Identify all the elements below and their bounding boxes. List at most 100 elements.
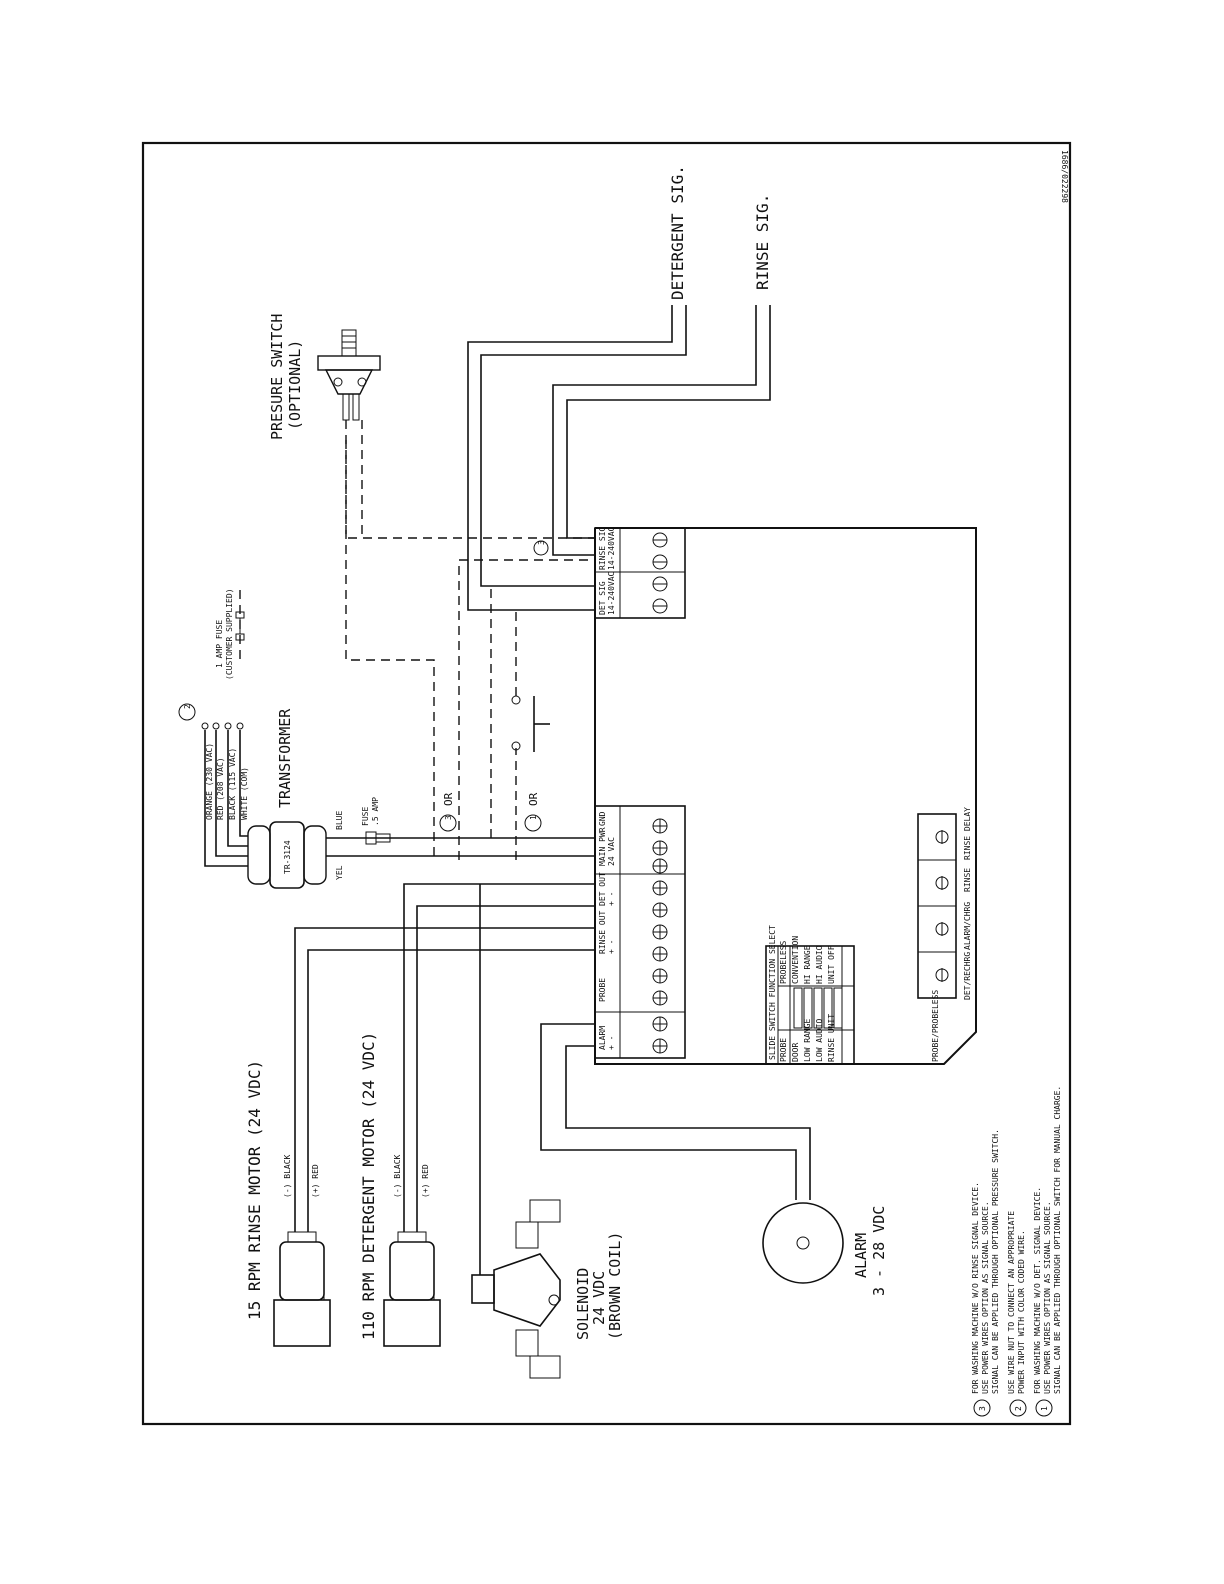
rinse-motor-wires: [294, 927, 595, 1232]
rinse-out-terminal: RINSE OUT: [598, 910, 607, 954]
pot-alarm-chrg: ALARM/CHRG: [963, 902, 972, 950]
slide-switch-left-label: PROBE: [779, 1038, 788, 1062]
fuse-customer-label: (CUSTOMER SUPPLIED): [225, 588, 234, 680]
or-3-label: OR: [442, 792, 455, 806]
drawing-id: 1686/022298: [1060, 150, 1069, 203]
transformer-output-wires: [326, 831, 595, 857]
terminal-screw: [652, 858, 668, 874]
det-motor-black: (-) BLACK: [393, 1154, 402, 1198]
pressure-switch-wire-1: [345, 420, 595, 539]
note-ref-3-or: [439, 814, 457, 832]
slide-switch-left-label: LOW AUDIO: [815, 1018, 824, 1062]
pressure-switch-label: PRESURE SWITCH: [268, 314, 286, 440]
terminal-screw: [652, 880, 668, 896]
note-number: 2: [1014, 1406, 1023, 1411]
or-1-label: OR: [527, 792, 540, 806]
rinse-motor-black: (-) BLACK: [283, 1154, 292, 1198]
alarm-pm: + -: [607, 1036, 616, 1050]
terminal-screw: [652, 1038, 668, 1054]
det-out-terminal: DET OUT: [598, 872, 607, 906]
detergent-motor-wires: [403, 883, 595, 1232]
wire-black-label: BLACK (115 VAC): [228, 748, 237, 820]
rinse-sig-terminal: RINSE SIG: [598, 526, 607, 570]
slide-switch-left-label: RINSE UNIT: [827, 1014, 836, 1062]
slide-switch-right-label: PROBELESS: [779, 940, 788, 984]
terminal-screw: [652, 1016, 668, 1032]
rinse-motor: [273, 1231, 331, 1347]
pot-rinse-delay: RINSE DELAY: [963, 807, 972, 860]
note-ref-1-or-num: 1: [529, 815, 538, 820]
alarm-label-2: 3 - 28 VDC: [870, 1206, 888, 1296]
det-out-pm: + -: [607, 892, 616, 906]
wire-white-label: WHITE (COM): [240, 767, 249, 820]
transformer-model: TR-3124: [283, 840, 292, 874]
alarm-label-1: ALARM: [852, 1233, 870, 1278]
drawing-border: [141, 141, 1072, 1426]
fuse-small-label: FUSE: [361, 807, 370, 826]
blue-label: BLUE: [335, 811, 344, 830]
slide-switch-title: SLIDE SWITCH FUNCTION SELECT: [768, 925, 777, 1060]
detergent-motor-label: 110 RPM DETERGENT MOTOR (24 VDC): [359, 1032, 378, 1340]
det-sig-terminal: DET SIG: [598, 581, 607, 615]
note-line: POWER INPUT WITH COLOR CODED WIRE.: [1017, 1230, 1026, 1394]
wire-red-label: RED (208 VAC): [216, 757, 225, 820]
note-ref-1-or: [524, 814, 542, 832]
note-line: USE WIRE NUT TO CONNECT AN APPROPRIATE: [1007, 1211, 1016, 1394]
slide-switch-right-label: HI AUDIO: [815, 945, 824, 984]
solenoid-label-3: (BROWN COIL): [606, 1232, 624, 1340]
slide-switch-left-label: LOW RANGE: [803, 1018, 812, 1062]
note-number: 1: [1040, 1406, 1049, 1411]
note-ref-2-num: 2: [183, 704, 192, 709]
note-line: FOR WASHING MACHINE W/O RINSE SIGNAL DEV…: [971, 1182, 980, 1394]
detergent-signal-wires: [467, 305, 687, 611]
rinse-motor-label: 15 RPM RINSE MOTOR (24 VDC): [245, 1060, 264, 1320]
controller-board: [594, 527, 977, 1065]
slide-switch-block: [765, 945, 855, 1065]
note-ref-3-or-num: 3: [444, 815, 453, 820]
terminal-screw: [652, 946, 668, 962]
det-motor-red: (+) RED: [421, 1164, 430, 1198]
pot-rinse: RINSE: [963, 868, 972, 892]
gnd-terminal: GND: [598, 811, 607, 826]
terminal-screw: [652, 968, 668, 984]
solenoid-valve: [471, 1199, 561, 1379]
solenoid-label-1: SOLENOID: [574, 1268, 592, 1340]
alarm-wires: [540, 1023, 811, 1200]
transformer-leads: [201, 722, 248, 867]
alarm-buzzer: [762, 1202, 844, 1284]
slide-switch-right-label: CONVENTION: [791, 936, 800, 984]
pressure-switch-wire-3: [345, 440, 435, 860]
potentiometer-block: [917, 813, 957, 999]
detergent-motor: [383, 1231, 441, 1347]
yel-label: YEL: [335, 865, 344, 880]
pressure-switch-optional-label: (OPTIONAL): [286, 340, 304, 430]
terminal-screws: [652, 818, 668, 1054]
alarm-terminal: ALARM: [598, 1026, 607, 1050]
terminal-screw: [652, 818, 668, 834]
rinse-motor-red: (+) RED: [311, 1164, 320, 1198]
rinse-out-pm: + -: [607, 940, 616, 954]
terminal-screw: [652, 840, 668, 856]
note-line: USE POWER WIRES OPTION AS SIGNAL SOURCE.: [1043, 1201, 1052, 1394]
wire-orange-label: ORANGE (230 VAC): [205, 743, 214, 820]
transformer-body: [247, 821, 327, 889]
terminal-screw: [652, 990, 668, 1006]
fuse-1amp-label: 1 AMP FUSE: [215, 620, 224, 668]
slide-switch-right-label: UNIT OFF: [827, 945, 836, 984]
customer-fuse: [235, 590, 245, 660]
solenoid-label-2: 24 VDC: [590, 1271, 608, 1325]
terminal-screw: [652, 924, 668, 940]
terminal-screw: [652, 902, 668, 918]
probe-probeless-label: PROBE/PROBELESS: [931, 990, 940, 1062]
det-sig-voltage: 14-240VAC: [607, 571, 616, 615]
rinse-sig-label: RINSE SIG.: [753, 194, 772, 290]
slide-switch-right-label: HI RANGE: [803, 945, 812, 984]
pressure-switch: [317, 329, 381, 421]
slide-switch-left-label: DOOR: [791, 1043, 800, 1062]
main-pwr-voltage: 24 VAC: [607, 837, 616, 866]
main-pwr-terminal: MAIN PWR: [598, 827, 607, 866]
